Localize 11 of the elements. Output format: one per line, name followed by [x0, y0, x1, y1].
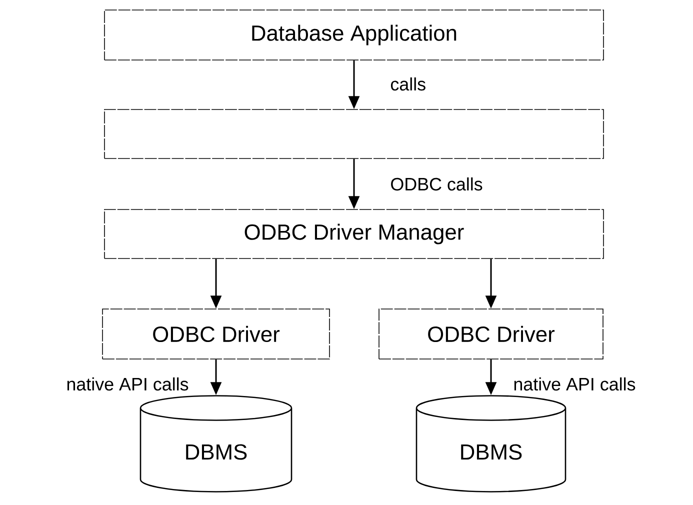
layer-box: ODBC Driver Manager — [104, 209, 604, 259]
layer-box: ODBC Driver — [102, 308, 330, 360]
edge-label: native API calls — [512, 376, 637, 392]
layer-box: Database Application — [104, 10, 604, 60]
edge-label: native API calls — [65, 376, 190, 392]
edge-label: calls — [389, 76, 428, 92]
database-cylinder: DBMS — [140, 395, 292, 492]
layer-box — [104, 109, 604, 159]
layer-box: ODBC Driver — [378, 308, 604, 360]
database-cylinder: DBMS — [416, 395, 566, 492]
edge-label: ODBC calls — [389, 176, 484, 192]
